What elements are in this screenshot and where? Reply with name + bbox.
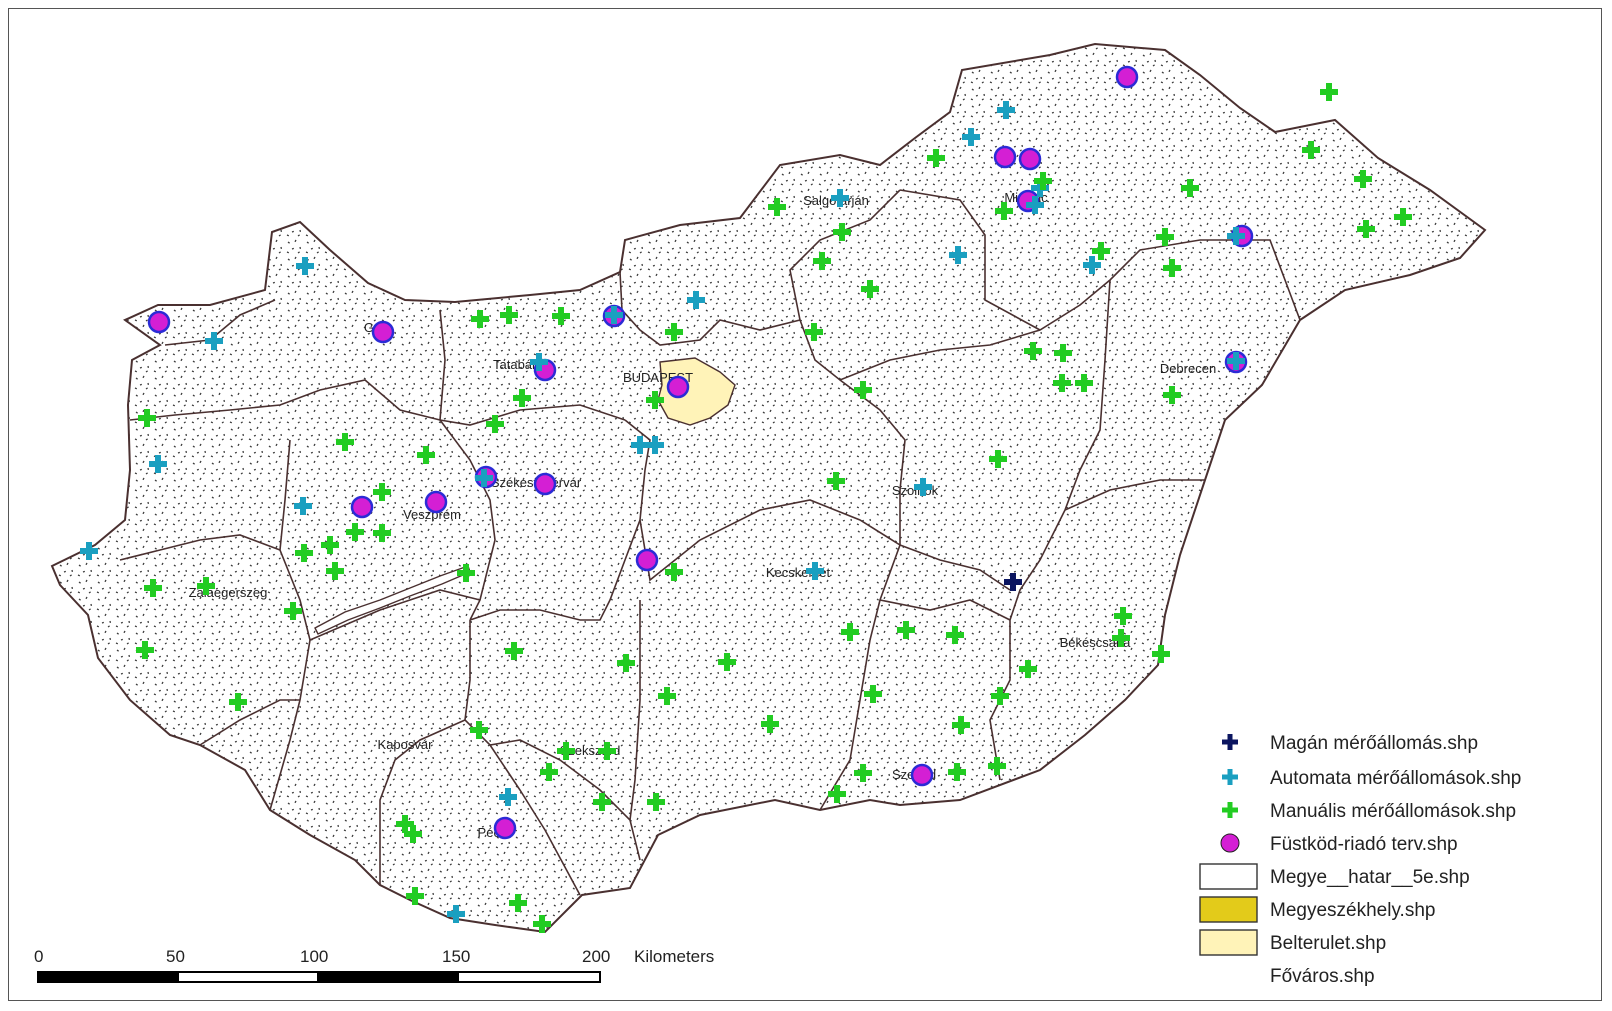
- private-station-icon: [1222, 734, 1238, 750]
- scale-tick-150: 150: [442, 947, 470, 966]
- legend-label: Megye__hatar__5e.shp: [1270, 867, 1470, 888]
- legend-item-smog: Füstköd-riadó terv.shp: [1220, 833, 1458, 855]
- county-seat-swatch: [1199, 896, 1258, 923]
- scale-tick-200: 200: [582, 947, 610, 966]
- legend-item-manual: Manuális mérőállomások.shp: [1222, 801, 1516, 822]
- legend-label: Főváros.shp: [1270, 966, 1375, 987]
- legend-label: Megyeszékhely.shp: [1270, 900, 1435, 921]
- legend-item-belterulet: Belterulet.shp: [1199, 929, 1386, 956]
- legend-item-capital: Főváros.shp: [1270, 966, 1375, 987]
- smog-alert-marker: [993, 145, 1017, 169]
- city-label-12: Kaposvár: [378, 737, 434, 752]
- legend: Magán mérőállomás.shp Automata mérőállom…: [1199, 733, 1521, 987]
- smog-alert-marker: [635, 548, 659, 572]
- scale-tick-50: 50: [166, 947, 185, 966]
- automatic-station-icon: [1222, 769, 1238, 785]
- smog-alert-marker: [1115, 65, 1139, 89]
- legend-label: Magán mérőállomás.shp: [1270, 733, 1478, 754]
- scale-tick-100: 100: [300, 947, 328, 966]
- smog-alert-marker: [350, 495, 374, 519]
- county-boundary-swatch: [1199, 863, 1258, 890]
- city-label-7: Veszprém: [403, 507, 461, 522]
- smog-alert-marker: [1018, 147, 1042, 171]
- city-label-5: Debrecen: [1160, 361, 1216, 376]
- legend-item-county: Megye__hatar__5e.shp: [1199, 863, 1470, 890]
- legend-label: Manuális mérőállomások.shp: [1270, 801, 1516, 822]
- legend-label: Belterulet.shp: [1270, 933, 1386, 954]
- smog-alert-icon: [1220, 833, 1240, 853]
- smog-alert-marker: [147, 310, 171, 334]
- map-frame: [8, 8, 1602, 1001]
- scale-bar: 0 50 100 150 200 Kilometers: [34, 947, 714, 983]
- county-boundaries: [119, 189, 1301, 896]
- smog-alert-marker: [371, 320, 395, 344]
- legend-label: Füstköd-riadó terv.shp: [1270, 834, 1458, 855]
- scale-tick-0: 0: [34, 947, 43, 966]
- smog-alert-marker: [424, 490, 448, 514]
- legend-item-county-seat: Megyeszékhely.shp: [1199, 896, 1435, 923]
- legend-item-automatic: Automata mérőállomások.shp: [1222, 768, 1521, 789]
- budapest-area: [657, 357, 736, 426]
- smog-alert-marker: [493, 816, 517, 840]
- scale-unit: Kilometers: [634, 947, 714, 966]
- manual-station-marker: [1320, 83, 1338, 101]
- country-area: [50, 42, 1487, 934]
- legend-label: Automata mérőállomások.shp: [1270, 768, 1521, 789]
- built-up-area-swatch: [1199, 929, 1258, 956]
- smog-alert-marker: [666, 375, 690, 399]
- legend-item-private: Magán mérőállomás.shp: [1222, 733, 1478, 754]
- smog-alert-marker: [533, 472, 557, 496]
- manual-station-icon: [1222, 802, 1238, 818]
- smog-alert-marker: [910, 763, 934, 787]
- country-outline: [50, 42, 1487, 934]
